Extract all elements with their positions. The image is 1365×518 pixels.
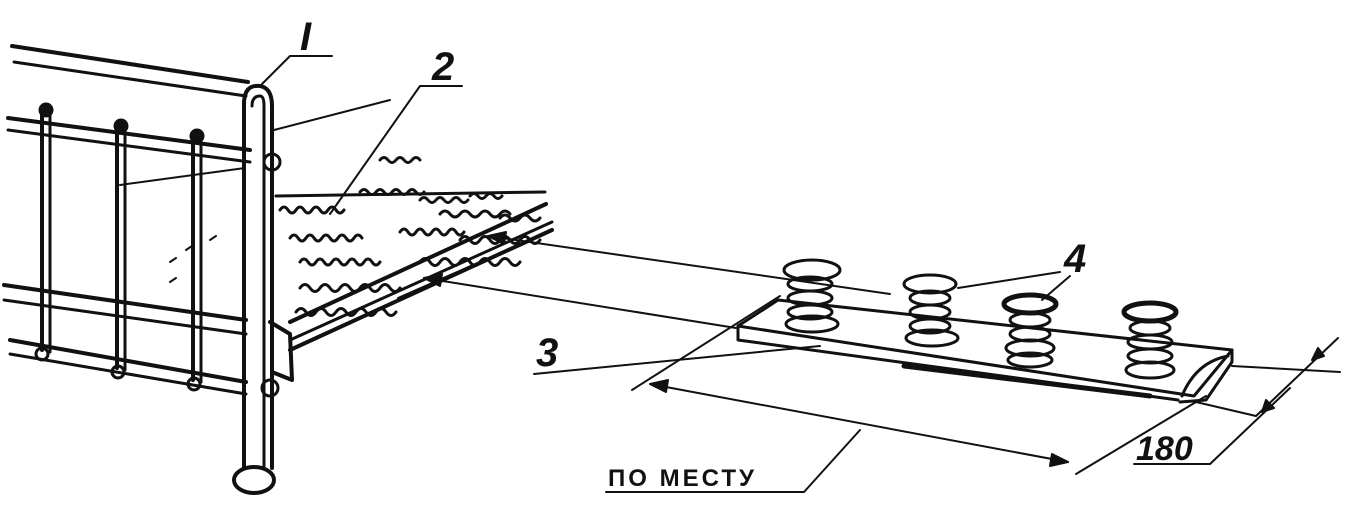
label-part-1: I bbox=[300, 15, 312, 59]
label-part-3: 3 bbox=[536, 331, 558, 375]
spring-slat bbox=[736, 298, 1234, 404]
dimension-length-label: ПО МЕСТУ bbox=[608, 465, 757, 492]
spring-2 bbox=[902, 273, 960, 348]
label-part-4: 4 bbox=[1063, 237, 1086, 281]
spring-1 bbox=[782, 258, 842, 334]
dimension-lines bbox=[605, 295, 1341, 493]
bed-headboard bbox=[2, 44, 294, 495]
insertion-arrows bbox=[423, 231, 891, 329]
leader-lines bbox=[261, 55, 1071, 375]
spring-4 bbox=[1121, 300, 1179, 380]
label-part-2: 2 bbox=[431, 45, 454, 89]
dimension-width-label: 180 bbox=[1136, 430, 1193, 468]
spring-mesh-texture bbox=[169, 156, 542, 317]
spring-3 bbox=[1001, 292, 1059, 369]
